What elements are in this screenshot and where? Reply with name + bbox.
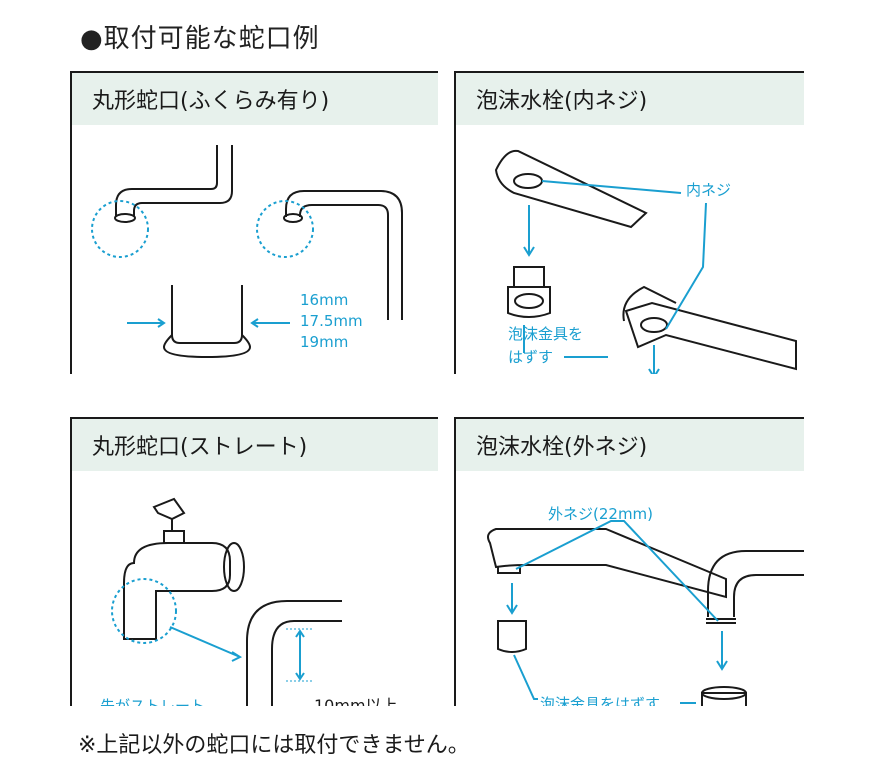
size-label: 17.5mm	[300, 312, 363, 330]
faucet-body	[494, 149, 648, 229]
aerator-ring	[514, 293, 544, 309]
size-label: 16mm	[300, 291, 348, 309]
faucet-bulge	[162, 334, 252, 359]
remove-label: 泡沫金具をはずす	[540, 695, 660, 706]
footnote: ※上記以外の蛇口には取付できません。	[78, 733, 470, 758]
faucet-handle	[152, 497, 186, 544]
highlight-circle	[91, 200, 149, 258]
measure-arrows	[127, 318, 290, 328]
outer-thread	[497, 567, 521, 574]
panel-heading: 泡沫水栓(内ネジ)	[476, 89, 648, 114]
aerator-part	[497, 620, 527, 653]
flow-arrows	[523, 180, 707, 374]
faucet-tip	[283, 213, 303, 223]
remove-label: 泡沫金具を	[508, 325, 583, 343]
panel-header: 泡沫水栓(外ネジ)	[456, 419, 804, 471]
size-label: 19mm	[300, 333, 348, 351]
faucet-pipe	[115, 145, 233, 217]
highlight-circle	[111, 578, 177, 644]
thread-label: 内ネジ	[686, 181, 731, 199]
highlight-circle	[256, 200, 314, 258]
aerator-ring	[701, 686, 747, 700]
remove-label: はずす	[508, 348, 553, 366]
panel-aerator-outer: 泡沫水栓(外ネジ) 外ネジ(22mm) 泡沫金具をはずす	[454, 417, 804, 706]
outer-thread	[706, 618, 736, 624]
panel-header: 丸形蛇口(ふくらみ有り)	[72, 73, 438, 125]
wall-flange	[223, 542, 245, 592]
panel-heading: 丸形蛇口(ストレート)	[92, 435, 308, 460]
inner-thread	[640, 317, 668, 333]
inner-thread	[513, 173, 543, 189]
thread-label: 外ネジ(22mm)	[548, 505, 653, 523]
round-faucet-illustration: 16mm 17.5mm 19mm	[91, 145, 403, 359]
panel-round-straight: 丸形蛇口(ストレート) 先がストレート 10mm以上	[70, 417, 438, 706]
panel-heading: 丸形蛇口(ふくらみ有り)	[92, 89, 330, 114]
panel-header: 泡沫水栓(内ネジ)	[456, 73, 804, 125]
faucet-body	[487, 528, 727, 599]
straight-spout	[246, 600, 342, 706]
length-label: 10mm以上	[314, 696, 398, 706]
straight-label: 先がストレート	[100, 697, 205, 706]
panel-round-bulge: 丸形蛇口(ふくらみ有り) 16mm 17.5mm 19mm	[70, 71, 438, 374]
faucet-spout	[707, 550, 804, 617]
panel-header: 丸形蛇口(ストレート)	[72, 419, 438, 471]
aerator-outer-illustration: 外ネジ(22mm) 泡沫金具をはずす	[487, 505, 804, 706]
faucet-body	[622, 285, 797, 371]
straight-faucet-illustration: 先がストレート 10mm以上	[100, 497, 398, 706]
aerator-part	[507, 266, 551, 318]
faucet-spout-body	[171, 285, 243, 344]
panel-aerator-inner: 泡沫水栓(内ネジ) 内ネジ 泡沫金具を はずす	[454, 71, 804, 374]
aerator-inner-illustration: 内ネジ 泡沫金具を はずす	[494, 149, 797, 374]
measure-marks	[169, 626, 314, 682]
page-title: ●取付可能な蛇口例	[80, 24, 320, 54]
panel-heading: 泡沫水栓(外ネジ)	[476, 435, 648, 460]
faucet-body	[123, 542, 231, 640]
faucet-tip	[114, 213, 136, 223]
flow-arrows	[506, 520, 728, 704]
